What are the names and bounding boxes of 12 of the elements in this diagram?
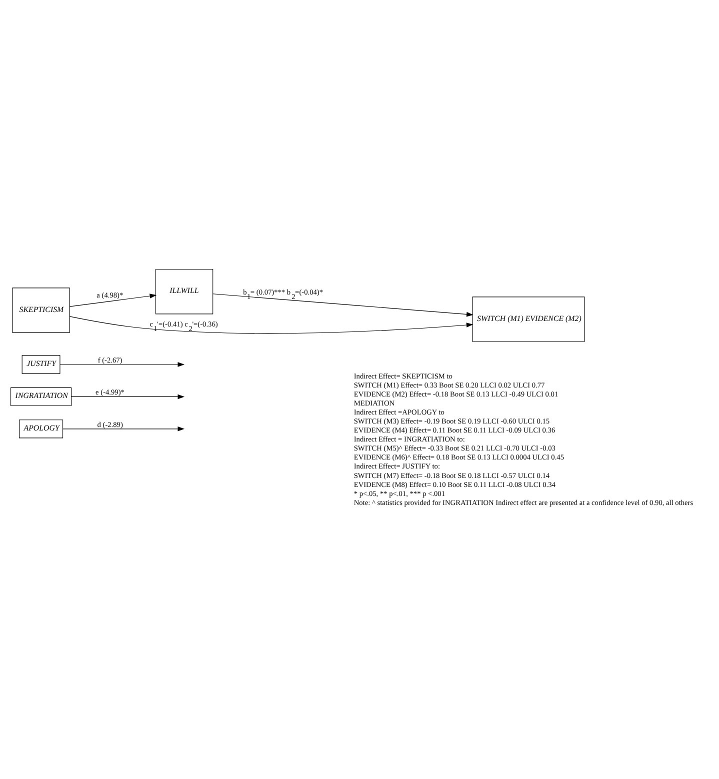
arrow [71, 394, 185, 400]
node-box: INGRATIATION [10, 387, 72, 406]
arrow [69, 294, 157, 307]
node-box: APOLOGY [18, 420, 64, 438]
arrow [69, 316, 474, 334]
arrow [212, 294, 474, 317]
arrow [60, 362, 185, 367]
node-box: ILLWILL [155, 268, 214, 314]
node-box: SKEPTICISM [12, 288, 70, 333]
arrow [62, 426, 185, 432]
node-box: SWITCH (M1) EVIDENCE (M2) [472, 296, 585, 342]
node-box: JUSTIFY [22, 355, 60, 374]
